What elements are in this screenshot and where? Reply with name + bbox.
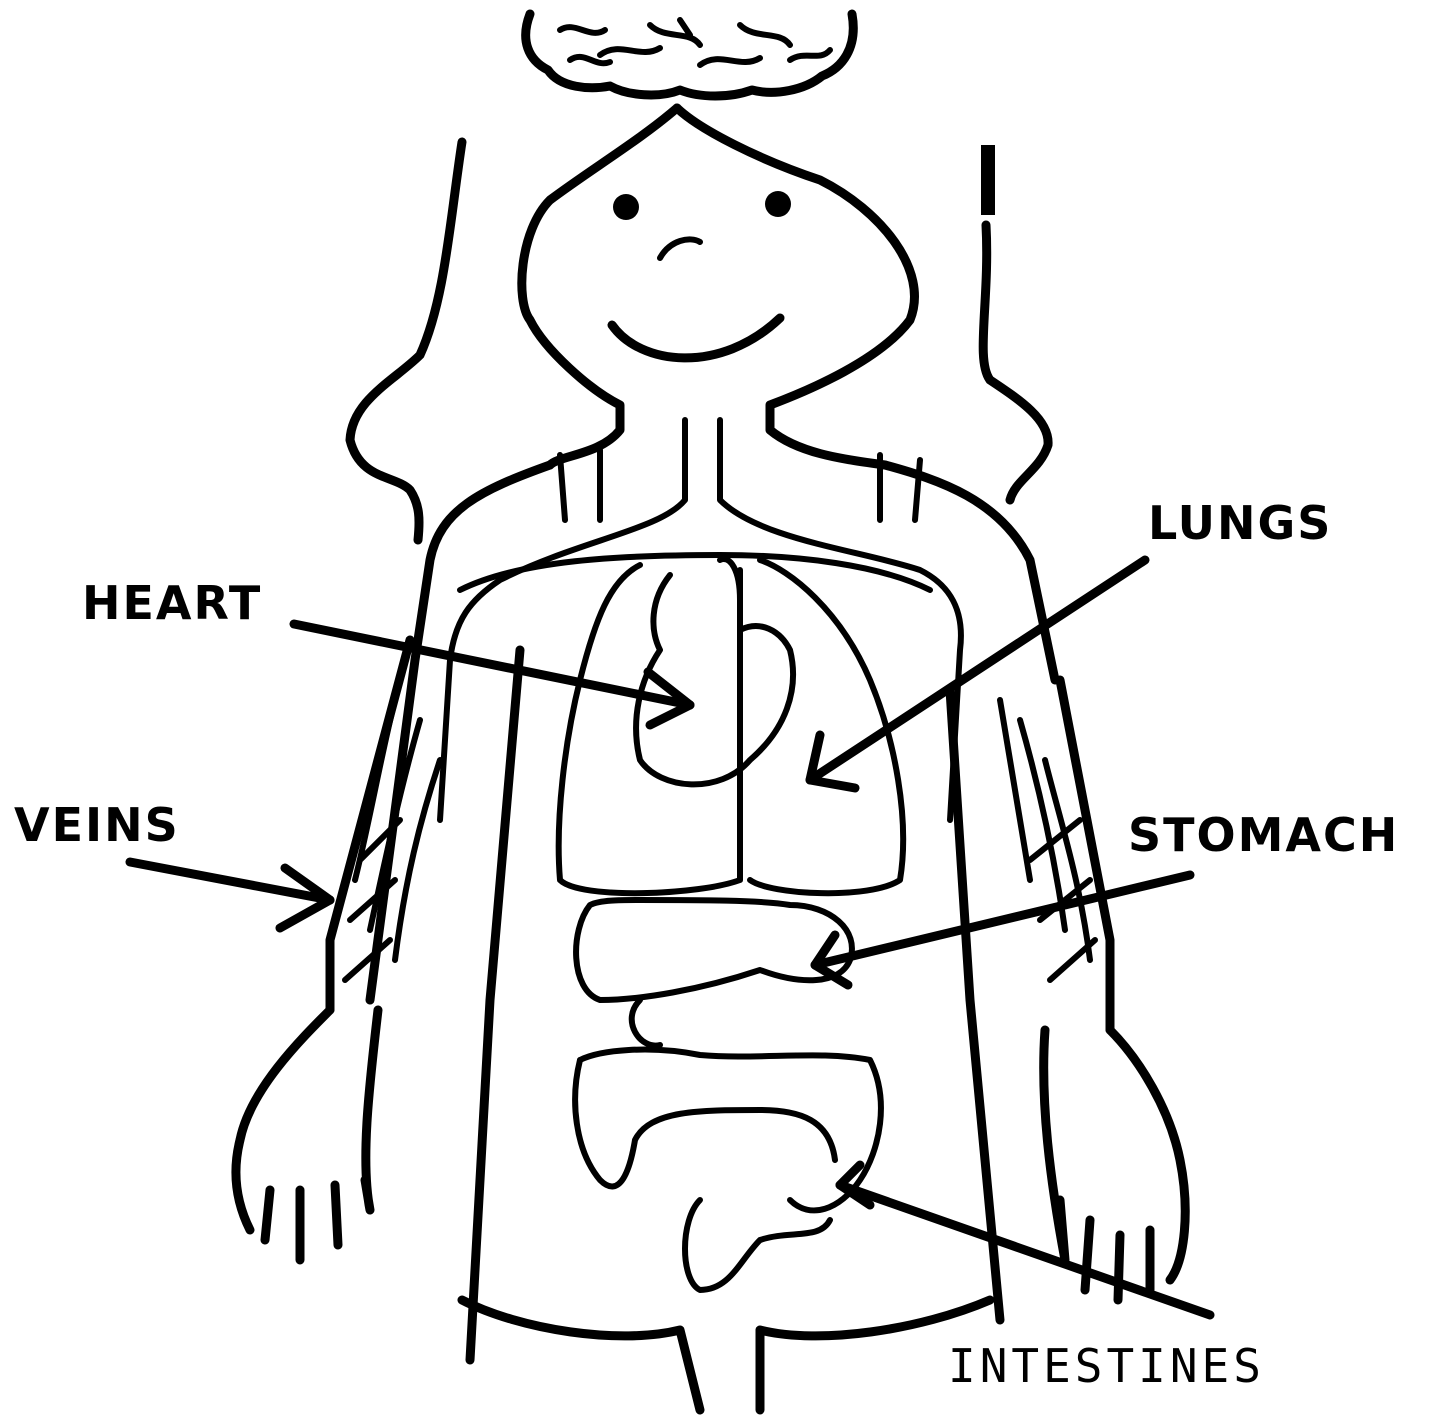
brain — [526, 14, 854, 96]
right-eye — [765, 191, 791, 217]
heart-label: HEART — [82, 580, 262, 626]
veins-label: VEINS — [14, 802, 180, 848]
heart-arrow — [294, 624, 690, 705]
head — [522, 108, 915, 465]
pointer-arrows — [130, 560, 1210, 1315]
hair-mark — [981, 145, 995, 215]
stomach-label: STOMACH — [1128, 812, 1399, 858]
lungs-arrow — [810, 560, 1145, 780]
intestines — [575, 1050, 881, 1290]
veins — [345, 700, 1095, 980]
smile — [612, 318, 780, 358]
lungs-label: LUNGS — [1148, 500, 1332, 546]
torso — [330, 465, 1110, 1410]
stomach — [576, 900, 852, 1046]
intestines-label: INTESTINES — [948, 1343, 1265, 1389]
lungs — [559, 559, 903, 893]
left-eye — [613, 194, 639, 220]
nose — [660, 239, 700, 258]
